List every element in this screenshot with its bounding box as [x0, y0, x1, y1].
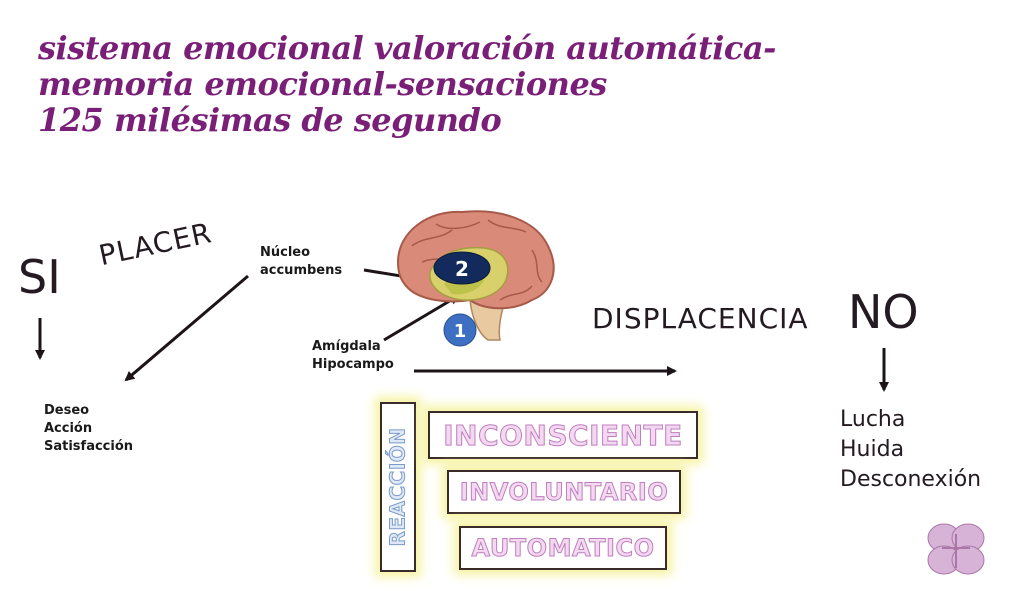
box-involuntario: INVOLUNTARIO	[447, 470, 681, 514]
outcome-satisfaccion: Satisfacción	[44, 439, 134, 454]
badge-one-shape	[443, 313, 477, 347]
right-outcomes: Lucha Huida Desconexión	[840, 405, 981, 495]
outcome-huida: Huida	[840, 437, 905, 462]
outcome-lucha: Lucha	[840, 407, 906, 432]
nucleo-accumbens-label: Núcleo accumbens	[260, 244, 342, 280]
inconsciente-label: INCONSCIENTE	[443, 418, 683, 452]
amigdala-line-1: Amígdala	[312, 339, 381, 354]
involuntario-label: INVOLUNTARIO	[459, 478, 669, 507]
amigdala-pointer-arrow	[383, 294, 460, 342]
reaccion-vertical-box: REACCIÓN	[380, 402, 416, 572]
box-automatico: AUTOMATICO	[459, 526, 667, 570]
title-line-1: sistema emocional valoración automática-	[38, 29, 776, 67]
badge-one-label: 1	[454, 321, 467, 342]
badge-two-shape	[433, 251, 491, 285]
outcome-accion: Acción	[44, 421, 93, 436]
nucleo-line-2: accumbens	[260, 263, 343, 278]
nucleo-line-1: Núcleo	[260, 245, 311, 260]
page-title: sistema emocional valoración automática-…	[38, 30, 776, 138]
nucleo-to-deseo-arrow	[124, 274, 249, 382]
automatico-label: AUTOMATICO	[471, 534, 655, 563]
outcome-deseo: Deseo	[44, 403, 90, 418]
box-inconsciente: INCONSCIENTE	[428, 411, 698, 459]
amigdala-hipocampo-label: Amígdala Hipocampo	[312, 338, 394, 374]
badge-two-label: 2	[455, 257, 469, 281]
reaccion-label: REACCIÓN	[386, 427, 411, 547]
no-label: NO	[848, 285, 919, 339]
outcome-desconexion: Desconexión	[840, 467, 982, 492]
displacencia-label: DISPLACENCIA	[592, 302, 809, 335]
clover-logo	[927, 523, 985, 575]
title-line-3: 125 milésimas de segundo	[38, 101, 502, 139]
title-line-2: memoria emocional-sensaciones	[38, 65, 607, 103]
si-label: SI	[18, 250, 61, 304]
left-outcomes: Deseo Acción Satisfacción	[44, 402, 133, 456]
amigdala-line-2: Hipocampo	[312, 357, 394, 372]
